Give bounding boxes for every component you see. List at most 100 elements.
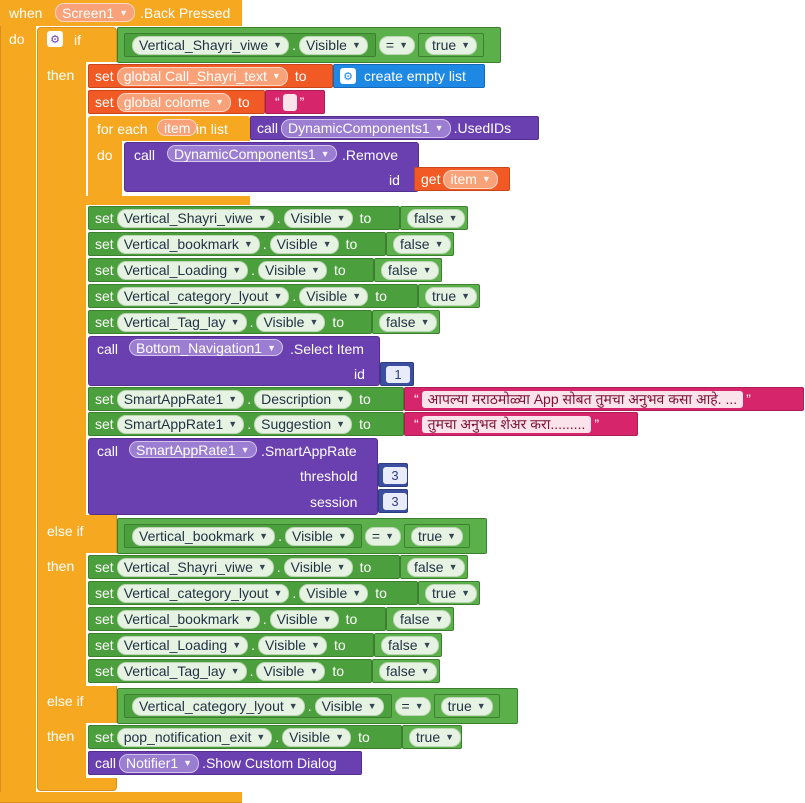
boolean-block[interactable]: false▼ xyxy=(386,232,454,256)
variable-dropdown[interactable]: item▼ xyxy=(443,169,498,189)
number-block[interactable]: 3 xyxy=(378,489,408,513)
number-block[interactable]: 1 xyxy=(380,362,414,386)
set-block[interactable]: set pop_notification_exit▼ . Visible▼ to xyxy=(88,725,402,749)
set-block[interactable]: set SmartAppRate1▼ . Suggestion▼ to xyxy=(88,412,404,436)
boolean-dropdown[interactable]: false▼ xyxy=(407,557,465,577)
boolean-dropdown[interactable]: true▼ xyxy=(409,727,462,747)
text-block-empty[interactable]: “ ” xyxy=(265,90,325,114)
compare-block-2[interactable]: Vertical_bookmark▼ . Visible▼ =▼ true▼ xyxy=(117,518,487,554)
component-dropdown[interactable]: Vertical_category_lyout▼ xyxy=(116,286,290,306)
property-dropdown[interactable]: Visible▼ xyxy=(314,696,384,716)
set-global-block-1[interactable]: set global Call_Shayri_text▼ to xyxy=(88,64,333,88)
boolean-dropdown[interactable]: false▼ xyxy=(393,234,451,254)
number-field[interactable]: 1 xyxy=(386,365,410,383)
screen-dropdown[interactable]: Screen1▼ xyxy=(55,3,136,22)
foreach-var-field[interactable]: item xyxy=(157,119,198,136)
operator-dropdown[interactable]: =▼ xyxy=(364,526,402,546)
boolean-block[interactable]: true▼ xyxy=(418,33,485,57)
component-dropdown[interactable]: Vertical_category_lyout▼ xyxy=(132,696,305,716)
set-block[interactable]: set Vertical_Loading▼ . Visible▼ to xyxy=(88,258,374,282)
component-dropdown[interactable]: Vertical_Shayri_viwe▼ xyxy=(132,35,290,55)
component-dropdown[interactable]: Bottom_Navigation1▼ xyxy=(129,339,283,356)
component-dropdown[interactable]: Vertical_Loading▼ xyxy=(116,635,249,655)
property-dropdown[interactable]: Visible▼ xyxy=(284,526,354,546)
component-dropdown[interactable]: SmartAppRate1▼ xyxy=(116,389,245,409)
call-usedids-block[interactable]: call DynamicComponents1▼ .UsedIDs xyxy=(250,116,539,140)
component-dropdown[interactable]: Vertical_Tag_lay▼ xyxy=(116,312,247,332)
getter-block-2[interactable]: Vertical_bookmark▼ . Visible▼ xyxy=(124,524,362,548)
text-field[interactable]: आपल्या मराठमोळ्या App सोबत तुमचा अनुभव क… xyxy=(421,390,744,408)
property-dropdown[interactable]: Visible▼ xyxy=(283,557,353,577)
set-block[interactable]: set SmartAppRate1▼ . Description▼ to xyxy=(88,387,404,411)
boolean-block[interactable]: false▼ xyxy=(400,206,468,230)
number-field[interactable]: 3 xyxy=(383,466,407,484)
create-empty-list-block[interactable]: ⚙ create empty list xyxy=(333,64,485,88)
mutator-gear-icon[interactable]: ⚙ xyxy=(47,31,63,47)
component-dropdown[interactable]: SmartAppRate1▼ xyxy=(116,414,245,434)
component-dropdown[interactable]: Vertical_Tag_lay▼ xyxy=(116,661,247,681)
boolean-dropdown[interactable]: false▼ xyxy=(381,260,439,280)
property-dropdown[interactable]: Visible▼ xyxy=(299,286,369,306)
property-dropdown[interactable]: Visible▼ xyxy=(269,609,339,629)
boolean-block[interactable]: false▼ xyxy=(374,258,442,282)
property-dropdown[interactable]: Visible▼ xyxy=(256,661,326,681)
text-field-empty[interactable] xyxy=(282,93,297,111)
component-dropdown[interactable]: pop_notification_exit▼ xyxy=(116,727,273,747)
set-block[interactable]: set Vertical_Shayri_viwe▼ . Visible▼ to xyxy=(88,555,400,579)
set-block[interactable]: set Vertical_bookmark▼ . Visible▼ to xyxy=(88,607,386,631)
component-dropdown[interactable]: SmartAppRate1▼ xyxy=(129,441,257,458)
boolean-dropdown[interactable]: false▼ xyxy=(379,661,437,681)
boolean-block[interactable]: false▼ xyxy=(372,659,440,683)
list-gear-icon[interactable]: ⚙ xyxy=(340,68,356,84)
call-show-custom-dialog-block[interactable]: call Notifier1▼ .Show Custom Dialog xyxy=(88,751,362,775)
boolean-block[interactable]: false▼ xyxy=(386,607,454,631)
boolean-dropdown[interactable]: true▼ xyxy=(425,286,478,306)
component-dropdown[interactable]: Vertical_Shayri_viwe▼ xyxy=(116,557,274,577)
component-dropdown[interactable]: Vertical_Loading▼ xyxy=(116,260,249,280)
variable-dropdown[interactable]: global Call_Shayri_text▼ xyxy=(116,66,288,86)
boolean-block[interactable]: false▼ xyxy=(374,633,442,657)
property-dropdown[interactable]: Suggestion▼ xyxy=(254,414,353,434)
set-block[interactable]: set Vertical_Tag_lay▼ . Visible▼ to xyxy=(88,310,372,334)
set-global-block-2[interactable]: set global colome▼ to xyxy=(88,90,265,114)
boolean-block[interactable]: false▼ xyxy=(400,555,468,579)
boolean-dropdown[interactable]: false▼ xyxy=(407,208,465,228)
number-block[interactable]: 3 xyxy=(378,463,408,487)
boolean-block[interactable]: true▼ xyxy=(433,694,500,718)
component-dropdown[interactable]: Notifier1▼ xyxy=(119,753,200,773)
property-dropdown[interactable]: Visible▼ xyxy=(258,260,327,280)
boolean-dropdown[interactable]: false▼ xyxy=(393,609,451,629)
component-dropdown[interactable]: DynamicComponents1▼ xyxy=(281,118,451,138)
operator-dropdown[interactable]: =▼ xyxy=(378,35,416,55)
operator-dropdown[interactable]: =▼ xyxy=(394,696,431,716)
getter-block-3[interactable]: Vertical_category_lyout▼ . Visible▼ xyxy=(124,694,392,718)
boolean-dropdown[interactable]: true▼ xyxy=(411,526,464,546)
get-variable-block[interactable]: get item▼ xyxy=(414,167,510,191)
set-block[interactable]: set Vertical_bookmark▼ . Visible▼ to xyxy=(88,232,386,256)
boolean-dropdown[interactable]: true▼ xyxy=(425,35,478,55)
boolean-dropdown[interactable]: false▼ xyxy=(381,635,439,655)
component-dropdown[interactable]: Vertical_bookmark▼ xyxy=(132,526,276,546)
property-dropdown[interactable]: Description▼ xyxy=(254,389,353,409)
component-dropdown[interactable]: DynamicComponents1▼ xyxy=(167,145,337,162)
set-block[interactable]: set Vertical_Tag_lay▼ . Visible▼ to xyxy=(88,659,372,683)
boolean-block[interactable]: true▼ xyxy=(418,284,480,308)
set-block[interactable]: set Vertical_Shayri_viwe▼ . Visible▼ to xyxy=(88,206,400,230)
number-field[interactable]: 3 xyxy=(383,492,407,510)
text-field[interactable]: तुमचा अनुभव शेअर करा......... xyxy=(421,415,592,433)
text-block-description[interactable]: “ आपल्या मराठमोळ्या App सोबत तुमचा अनुभव… xyxy=(404,387,804,411)
boolean-dropdown[interactable]: true▼ xyxy=(440,696,493,716)
boolean-block[interactable]: false▼ xyxy=(372,310,440,334)
text-block-suggestion[interactable]: “ तुमचा अनुभव शेअर करा......... ” xyxy=(404,412,638,436)
component-dropdown[interactable]: Vertical_bookmark▼ xyxy=(116,234,260,254)
property-dropdown[interactable]: Visible▼ xyxy=(269,234,339,254)
property-dropdown[interactable]: Visible▼ xyxy=(299,583,369,603)
compare-block-3[interactable]: Vertical_category_lyout▼ . Visible▼ =▼ t… xyxy=(117,688,518,724)
boolean-block[interactable]: true▼ xyxy=(418,581,480,605)
property-dropdown[interactable]: Visible▼ xyxy=(258,635,327,655)
boolean-block[interactable]: true▼ xyxy=(402,725,462,749)
set-block[interactable]: set Vertical_Loading▼ . Visible▼ to xyxy=(88,633,374,657)
boolean-dropdown[interactable]: true▼ xyxy=(425,583,478,603)
boolean-dropdown[interactable]: false▼ xyxy=(379,312,437,332)
property-dropdown[interactable]: Visible▼ xyxy=(282,727,352,747)
